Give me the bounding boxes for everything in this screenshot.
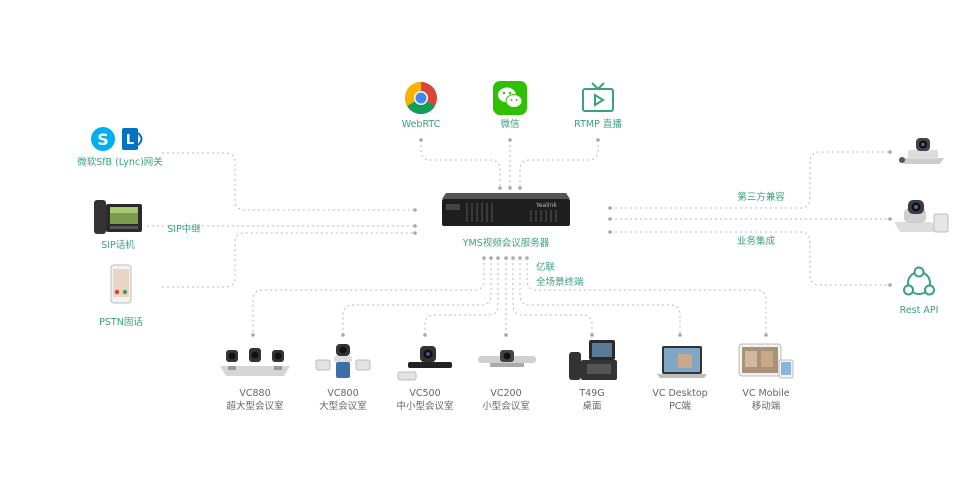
- integration-label: 业务集成: [736, 236, 775, 247]
- third-party-label: 第三方兼容: [737, 192, 785, 203]
- node-vc800: [312, 340, 374, 384]
- t49g-desc: 桌面: [582, 401, 602, 412]
- all-scenario-label: 全场景终端: [536, 277, 584, 288]
- skype-lync-icon: S L: [91, 127, 143, 151]
- vc880-desc: 超大型会议室: [226, 401, 284, 412]
- node-sip-phone: [92, 198, 144, 240]
- link-sfb: [162, 152, 415, 211]
- node-sfb: S L: [90, 124, 150, 158]
- vc500-system-icon: [397, 346, 452, 381]
- vc200-model: VC200: [490, 388, 522, 399]
- wechat-icon: [493, 81, 527, 115]
- server-brand: Yealink: [535, 202, 557, 209]
- link-t49g: [512, 258, 593, 335]
- link-vc500: [424, 258, 499, 335]
- server-label: YMS视频会议服务器: [462, 238, 550, 249]
- pstn-label: PSTN固话: [99, 317, 143, 328]
- rest-api-label: Rest API: [899, 305, 939, 316]
- vc800-system-icon: [315, 344, 371, 378]
- vc-desktop-model: VC Desktop: [652, 388, 708, 399]
- node-third-party-camera: [896, 136, 948, 170]
- node-vc200: [476, 346, 538, 376]
- link-vc880: [252, 258, 485, 335]
- node-webrtc: [403, 80, 439, 120]
- node-vc880: [218, 342, 292, 382]
- vc500-desc: 中小型会议室: [396, 401, 454, 412]
- svg-text:L: L: [126, 133, 134, 148]
- node-t49g: [567, 338, 619, 386]
- vc200-camera-icon: [478, 350, 536, 367]
- yealink-label: 亿联: [536, 262, 556, 273]
- link-vc-mobile: [526, 258, 767, 335]
- vc880-model: VC880: [239, 388, 271, 399]
- mobile-phone-icon: [110, 264, 132, 304]
- sip-phone-label: SIP话机: [101, 240, 135, 251]
- link-webrtc: [420, 140, 501, 188]
- link-vc800: [342, 258, 492, 335]
- api-network-icon: [903, 266, 935, 296]
- wechat-label: 微信: [500, 119, 520, 130]
- link-rtmp: [519, 140, 599, 188]
- node-vc-mobile: [737, 342, 795, 384]
- sfb-label: 微软SfB (Lync)网关: [77, 157, 163, 168]
- chrome-icon: [404, 81, 437, 115]
- node-vc500: [394, 340, 456, 386]
- rtmp-label: RTMP 直播: [574, 119, 622, 130]
- vc800-desc: 大型会议室: [319, 401, 367, 412]
- link-vc-desktop: [519, 258, 681, 335]
- sip-trunk-label: SIP中继: [167, 224, 201, 235]
- node-wechat: [492, 80, 528, 120]
- webrtc-label: WebRTC: [401, 119, 441, 130]
- vc-desktop-desc: PC端: [669, 401, 691, 412]
- t49g-model: T49G: [579, 388, 605, 399]
- yms-server: Yealink: [440, 190, 572, 230]
- vc-mobile-model: VC Mobile: [742, 388, 790, 399]
- node-rtmp: [580, 80, 616, 120]
- vc880-system-icon: [220, 348, 290, 376]
- vc800-model: VC800: [327, 388, 359, 399]
- sip-phone-icon: [94, 200, 142, 234]
- t49g-phone-icon: [569, 340, 617, 380]
- tv-broadcast-icon: [582, 82, 614, 112]
- laptop-icon: [657, 346, 707, 378]
- vc200-desc: 小型会议室: [482, 401, 530, 412]
- node-ptz-camera: [892, 196, 950, 240]
- vc-mobile-desc: 移动端: [751, 401, 781, 412]
- svg-text:S: S: [97, 130, 109, 149]
- node-vc-desktop: [656, 344, 708, 384]
- tablet-icon: [738, 343, 794, 379]
- node-rest-api: [900, 266, 938, 306]
- link-pstn: [162, 232, 415, 288]
- node-pstn: [110, 264, 132, 308]
- server-rack-icon: Yealink: [442, 193, 570, 226]
- ptz-camera-icon: [894, 200, 949, 233]
- conference-camera-icon: [899, 138, 944, 164]
- vc500-model: VC500: [409, 388, 441, 399]
- link-rest-api: [610, 231, 890, 286]
